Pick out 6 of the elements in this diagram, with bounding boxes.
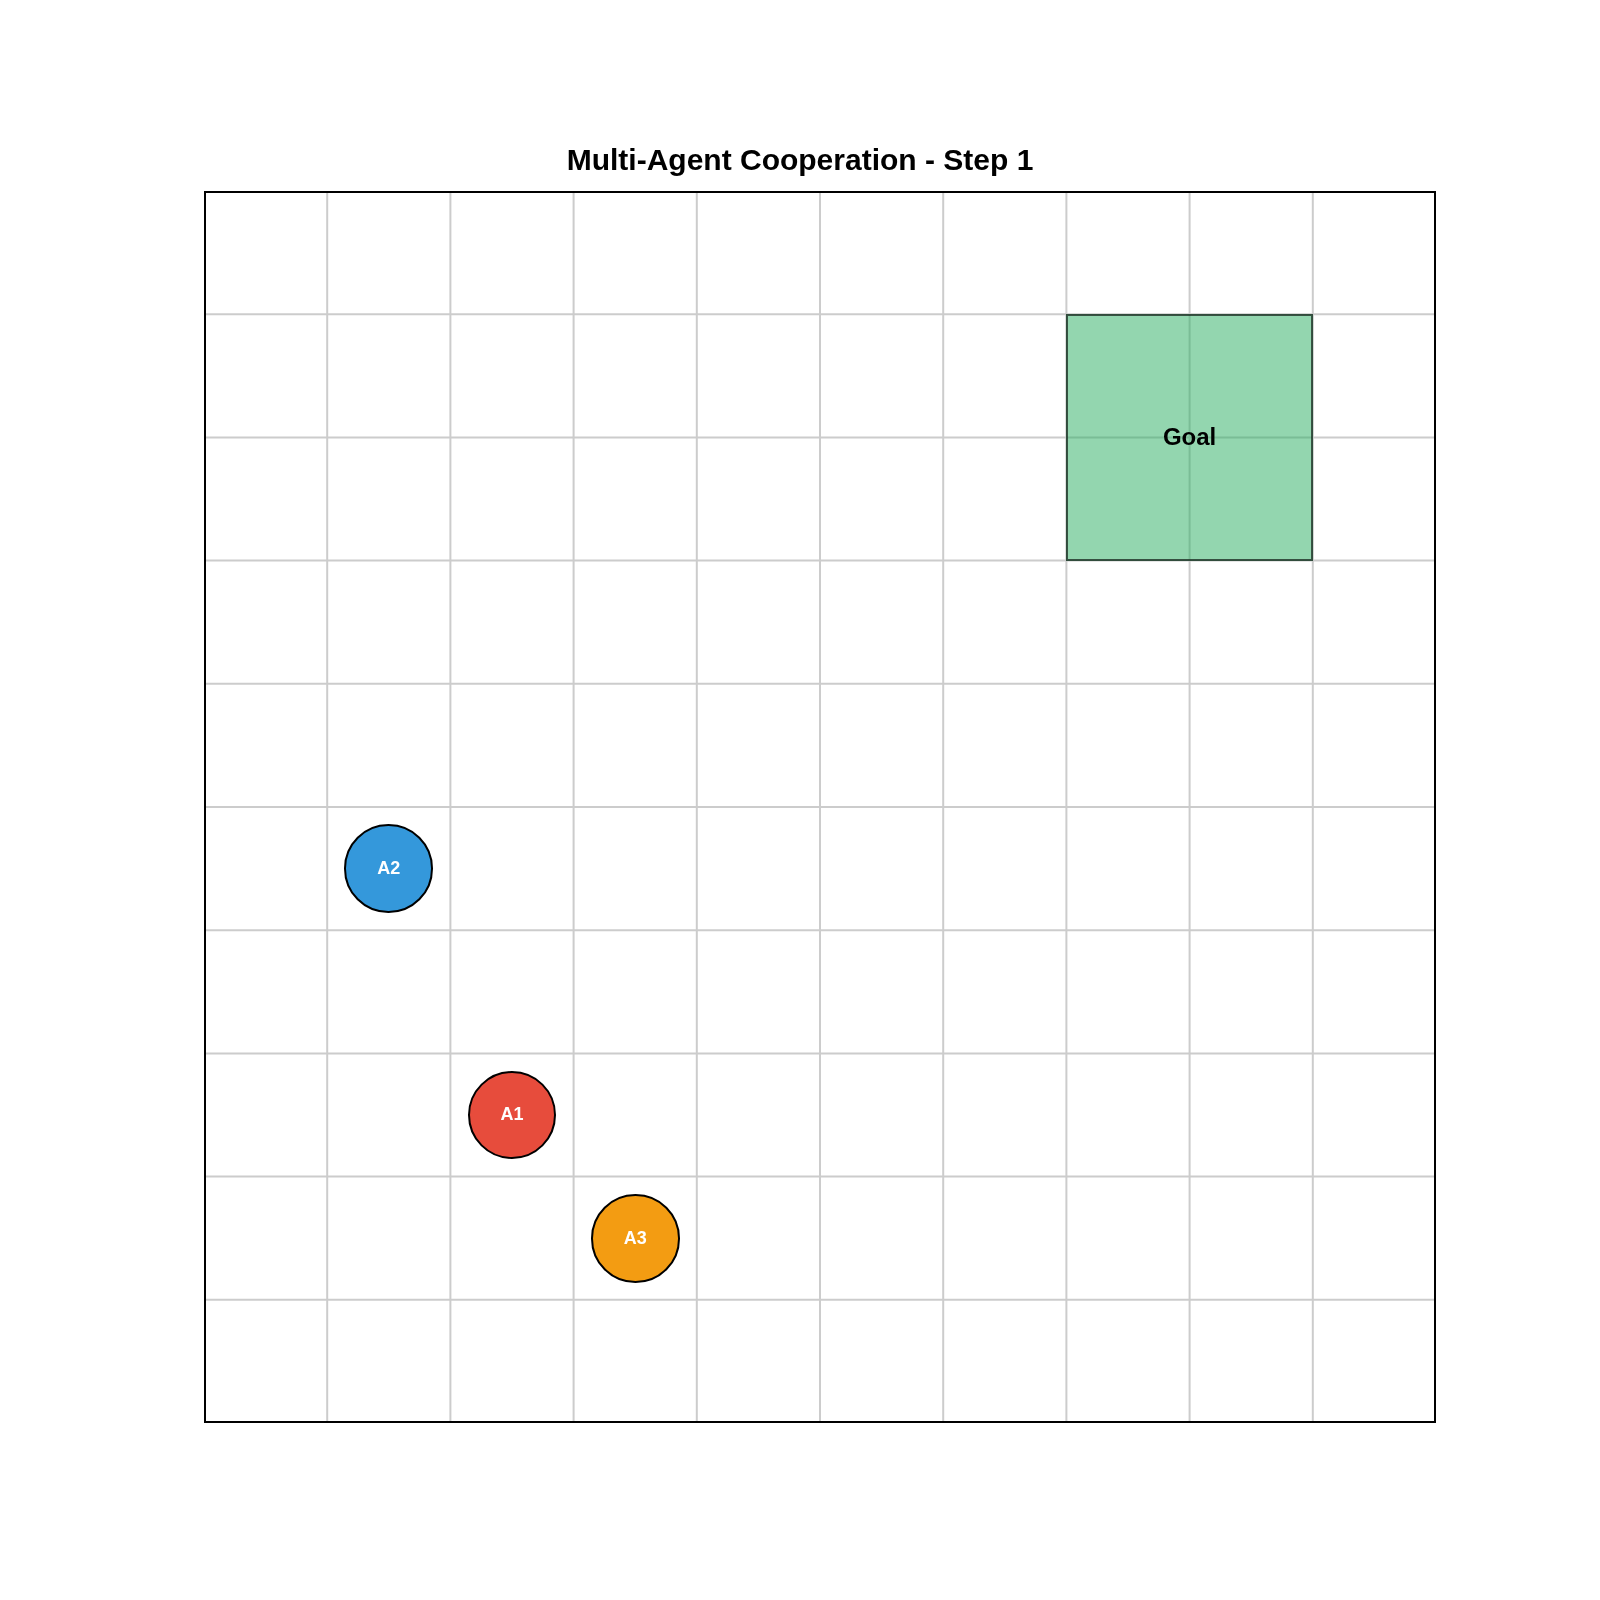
- goal-zone: [1066, 314, 1313, 561]
- agent-label: A2: [377, 858, 401, 880]
- agent-label: A3: [623, 1227, 647, 1249]
- agent-label: A1: [500, 1104, 524, 1126]
- goal-label: Goal: [1162, 423, 1217, 452]
- chart-title: Multi-Agent Cooperation - Step 1: [566, 143, 1034, 177]
